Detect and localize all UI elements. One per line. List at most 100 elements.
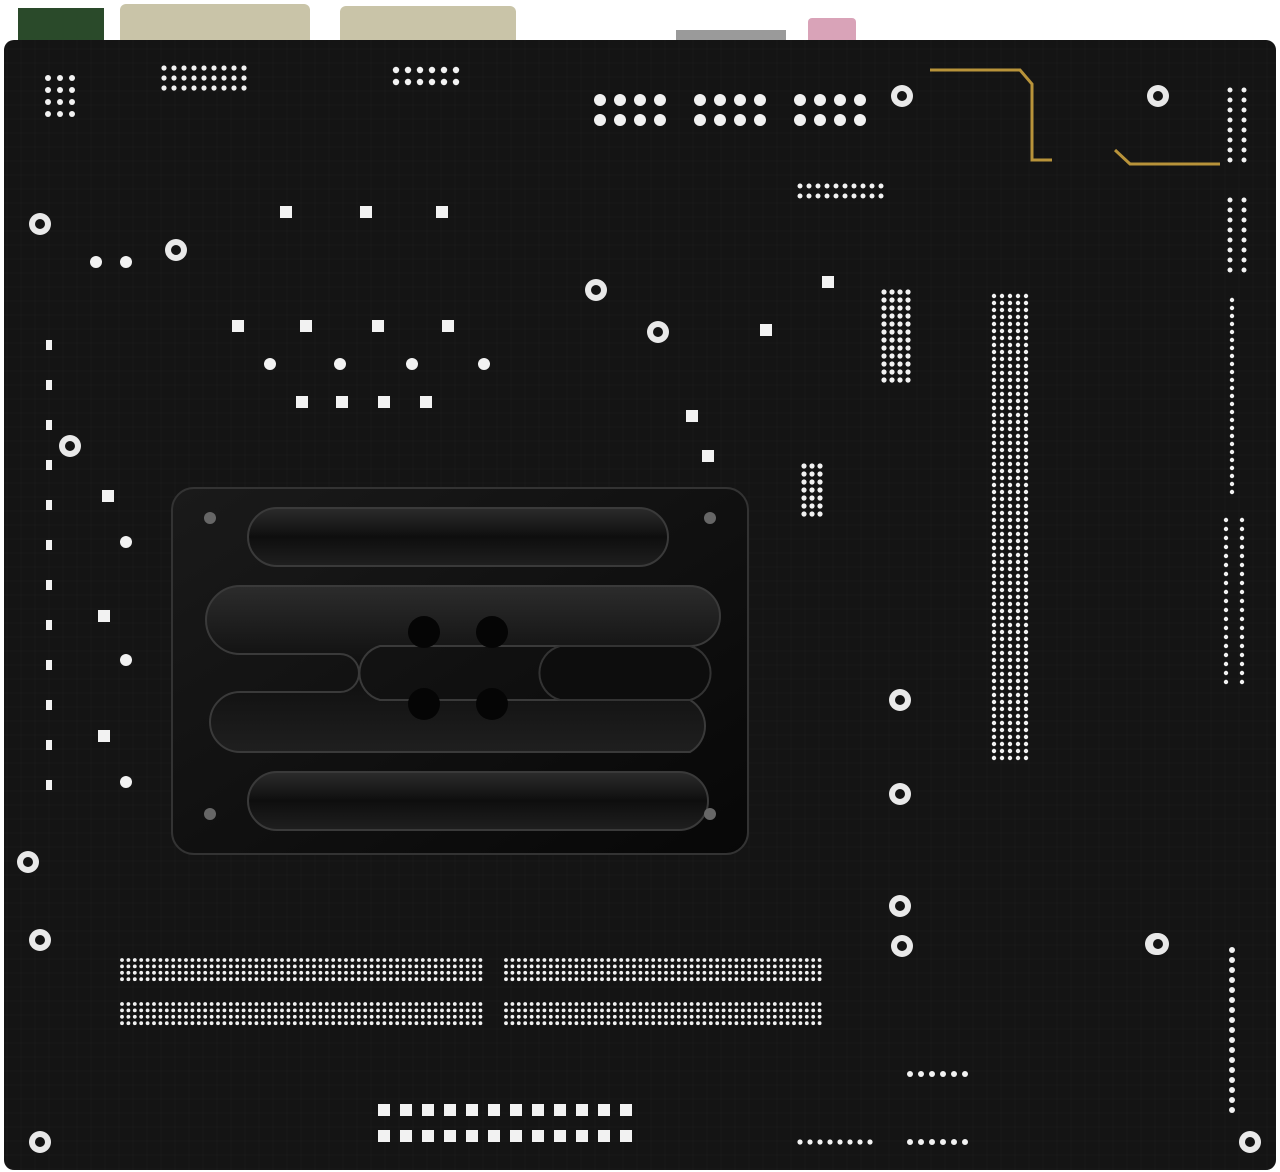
dimm-pin (376, 1008, 380, 1013)
slot-pin (1007, 510, 1013, 516)
dimm-pin (388, 1021, 393, 1026)
slot-pin (991, 342, 997, 348)
slot-pin (1023, 482, 1029, 488)
edge-pad (46, 620, 52, 630)
square-pad (378, 396, 390, 408)
slot-pin (1007, 538, 1013, 544)
slot-pin (1023, 741, 1029, 747)
edge-dot (1239, 535, 1245, 541)
dimm-pin (708, 1014, 713, 1019)
dimm-pin (548, 1021, 553, 1026)
slot-pin (991, 433, 997, 439)
ram-side-pin (905, 305, 911, 311)
dimm-pin (401, 964, 406, 969)
dimm-pin (676, 964, 681, 969)
dimm-pin (209, 964, 214, 969)
edge-pad (46, 340, 52, 350)
dimm-pin (523, 1021, 528, 1026)
slot-pin (991, 594, 997, 600)
dimm-pin (529, 958, 534, 962)
dimm-pin (561, 977, 566, 982)
slot-pin (991, 398, 997, 404)
dimm-pin (452, 1008, 457, 1013)
ram-side-pin (881, 321, 887, 327)
slot-pin (999, 433, 1005, 439)
dimm-pin (696, 1014, 700, 1019)
dimm-pin (529, 1014, 534, 1019)
dimm-pin (580, 970, 585, 975)
dimm-pin (465, 970, 470, 975)
dimm-pin (676, 1021, 681, 1026)
dimm-pin (568, 1002, 572, 1006)
slot-pin (991, 363, 997, 369)
dimm-pin (600, 970, 604, 975)
header-pin (1227, 157, 1233, 163)
dimm-pin (363, 964, 368, 969)
slot-pin (1007, 391, 1013, 397)
header-pin (1227, 207, 1233, 213)
dimm-pin (817, 1021, 822, 1026)
dimm-pin (305, 1002, 310, 1006)
dimm-pin (209, 977, 214, 982)
mounting-hole-center (65, 441, 75, 451)
dimm-pin (606, 1008, 611, 1013)
ram-side-pin (889, 361, 895, 367)
dimm-pin (305, 1014, 310, 1019)
header-pin (1241, 157, 1247, 163)
slot-pin (991, 419, 997, 425)
edge-dot (1229, 313, 1235, 319)
mounting-hole-center (23, 857, 33, 867)
slot-pin (1023, 391, 1029, 397)
dimm-pin (734, 977, 739, 982)
header-pin (907, 1071, 913, 1077)
header-pin (833, 193, 839, 199)
dimm-pin (132, 970, 137, 975)
dimm-pin (472, 958, 476, 962)
dimm-pin (145, 1021, 150, 1026)
dimm-pin (171, 964, 176, 969)
dimm-pin (683, 970, 688, 975)
slot-pin (999, 412, 1005, 418)
edge-dot (1223, 607, 1229, 613)
dimm-pin (216, 970, 220, 975)
dvi-pin (211, 65, 217, 71)
dimm-pin (414, 958, 419, 962)
io-pin (714, 114, 726, 126)
header-pad (620, 1104, 632, 1116)
dimm-pin (267, 977, 272, 982)
dimm-pin (536, 1002, 540, 1006)
dimm-pin (235, 977, 240, 982)
edge-dot (1229, 385, 1235, 391)
dimm-pin (203, 1008, 208, 1013)
dimm-pin (228, 1021, 233, 1026)
slot-pin (999, 356, 1005, 362)
dimm-pin (740, 970, 745, 975)
dimm-pin (696, 977, 700, 982)
dvi-pin (241, 65, 247, 71)
dimm-pin (600, 1002, 604, 1006)
dimm-pin (126, 1002, 131, 1006)
io-pin (594, 114, 606, 126)
dimm-pin (305, 1008, 310, 1013)
dimm-pin (350, 977, 355, 982)
dimm-pin (817, 958, 822, 962)
ram-side-pin (889, 313, 895, 319)
dimm-pin (542, 1014, 547, 1019)
edge-dot (1229, 441, 1235, 447)
dimm-pin (459, 977, 464, 982)
dimm-pin (318, 1021, 323, 1026)
dimm-pin (260, 970, 265, 975)
header-pad (554, 1130, 566, 1142)
dimm-pin (318, 958, 323, 962)
dimm-pin (817, 1002, 822, 1006)
edge-dot (1229, 1027, 1235, 1033)
slot-pin (1023, 566, 1029, 572)
dimm-pin (516, 1008, 521, 1013)
vga-pin (404, 78, 412, 86)
dimm-pin (446, 964, 451, 969)
slot-pin (1007, 664, 1013, 670)
dimm-pin (420, 1021, 425, 1026)
dimm-pin (126, 964, 131, 969)
dimm-pin (593, 964, 598, 969)
dimm-pin (369, 958, 374, 962)
